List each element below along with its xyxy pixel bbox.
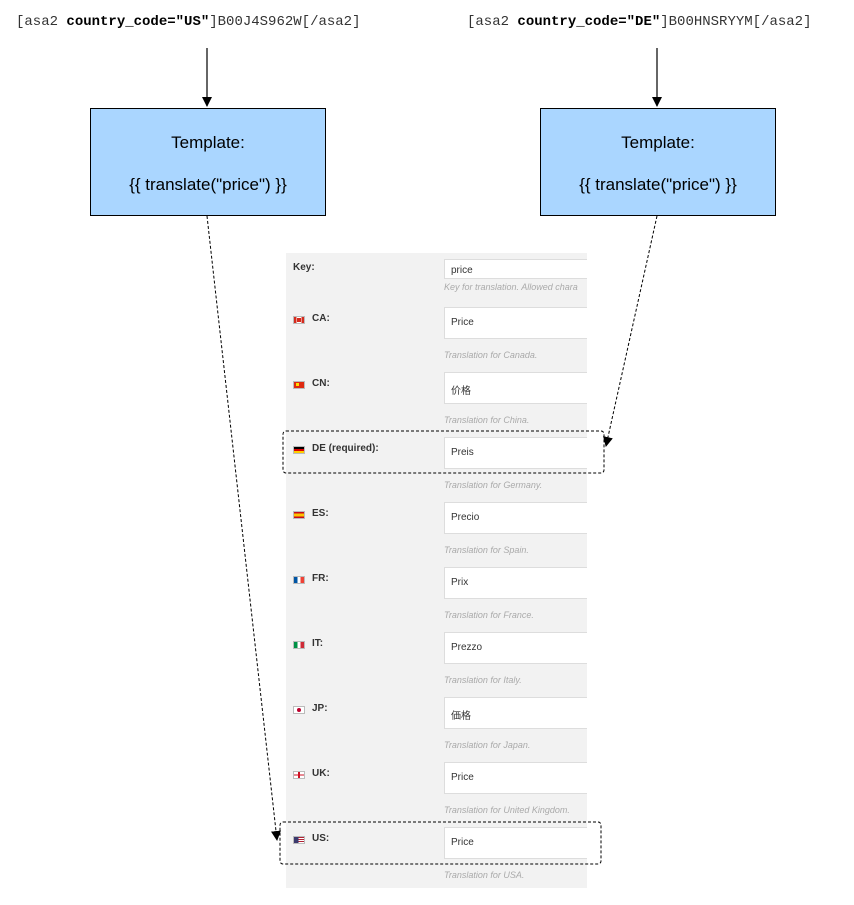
translation-row-es: ES: Precio Translation for Spain. [286, 502, 587, 567]
shortcode-prefix: [asa2 [467, 14, 518, 30]
es-flag-icon [293, 511, 305, 519]
translation-description: Translation for Canada. [444, 350, 538, 360]
translation-label: US: [312, 833, 330, 844]
translation-label: IT: [312, 638, 324, 649]
fr-flag-icon [293, 576, 305, 584]
translation-description: Translation for Germany. [444, 480, 543, 490]
translation-row-jp: JP: 価格 Translation for Japan. [286, 697, 587, 762]
translation-input-ca[interactable]: Price [444, 307, 587, 339]
highlight-de-row [282, 430, 605, 474]
translation-row-de: DE (required): Preis Translation for Ger… [286, 437, 587, 502]
template-title: Template: [171, 133, 245, 152]
translation-row-uk: UK: Price Translation for United Kingdom… [286, 762, 587, 827]
dashed-arrow-template-to-us [206, 215, 281, 841]
template-box-left: Template: {{ translate("price") }} [90, 108, 326, 216]
translation-row-fr: FR: Prix Translation for France. [286, 567, 587, 632]
translation-label: CN: [312, 378, 330, 389]
template-box-right: Template: {{ translate("price") }} [540, 108, 776, 216]
ca-flag-icon [293, 316, 305, 324]
translation-label: CA: [312, 313, 330, 324]
shortcode-us: [asa2 country_code="US"]B00J4S962W[/asa2… [16, 14, 360, 30]
jp-flag-icon [293, 706, 305, 714]
shortcode-attribute: country_code="US" [66, 14, 210, 30]
shortcode-attribute: country_code="DE" [517, 14, 661, 30]
translation-description: Translation for USA. [444, 870, 525, 880]
template-code: {{ translate("price") }} [129, 175, 287, 194]
translation-input-jp[interactable]: 価格 [444, 697, 587, 729]
translation-row-us: US: Price Translation for USA. [286, 827, 587, 888]
highlight-us-row [279, 821, 602, 865]
template-code: {{ translate("price") }} [579, 175, 737, 194]
dashed-arrow-template-to-de [603, 215, 658, 447]
uk-flag-icon [293, 771, 305, 779]
translation-label: ES: [312, 508, 329, 519]
translation-description: Translation for China. [444, 415, 530, 425]
shortcode-prefix: [asa2 [16, 14, 67, 30]
translation-row-cn: CN: 价格 Translation for China. [286, 372, 587, 437]
de-flag-icon [293, 446, 305, 454]
translation-input-us[interactable]: Price [444, 827, 587, 859]
translation-description: Translation for United Kingdom. [444, 805, 570, 815]
translation-label: FR: [312, 573, 329, 584]
key-description: Key for translation. Allowed chara [444, 282, 578, 292]
key-row: Key: price Key for translation. Allowed … [286, 253, 587, 318]
translation-description: Translation for Japan. [444, 740, 531, 750]
translation-description: Translation for France. [444, 610, 534, 620]
us-flag-icon [293, 836, 305, 844]
cn-flag-icon [293, 381, 305, 389]
key-input[interactable]: price [444, 259, 587, 279]
key-label: Key: [293, 262, 315, 273]
shortcode-suffix: ]B00J4S962W[/asa2] [209, 14, 361, 30]
translation-input-es[interactable]: Precio [444, 502, 587, 534]
it-flag-icon [293, 641, 305, 649]
translation-input-uk[interactable]: Price [444, 762, 587, 794]
shortcode-suffix: ]B00HNSRYYM[/asa2] [660, 14, 812, 30]
translation-description: Translation for Italy. [444, 675, 522, 685]
translation-input-cn[interactable]: 价格 [444, 372, 587, 404]
translation-label: JP: [312, 703, 328, 714]
translation-label: UK: [312, 768, 330, 779]
template-title: Template: [621, 133, 695, 152]
translation-row-ca: CA: Price Translation for Canada. [286, 307, 587, 372]
translation-label: DE (required): [312, 443, 379, 454]
translation-input-it[interactable]: Prezzo [444, 632, 587, 664]
translation-description: Translation for Spain. [444, 545, 529, 555]
translation-form: Key: price Key for translation. Allowed … [286, 253, 587, 888]
translation-input-de[interactable]: Preis [444, 437, 587, 469]
shortcode-de: [asa2 country_code="DE"]B00HNSRYYM[/asa2… [467, 14, 811, 30]
translation-row-it: IT: Prezzo Translation for Italy. [286, 632, 587, 697]
translation-input-fr[interactable]: Prix [444, 567, 587, 599]
